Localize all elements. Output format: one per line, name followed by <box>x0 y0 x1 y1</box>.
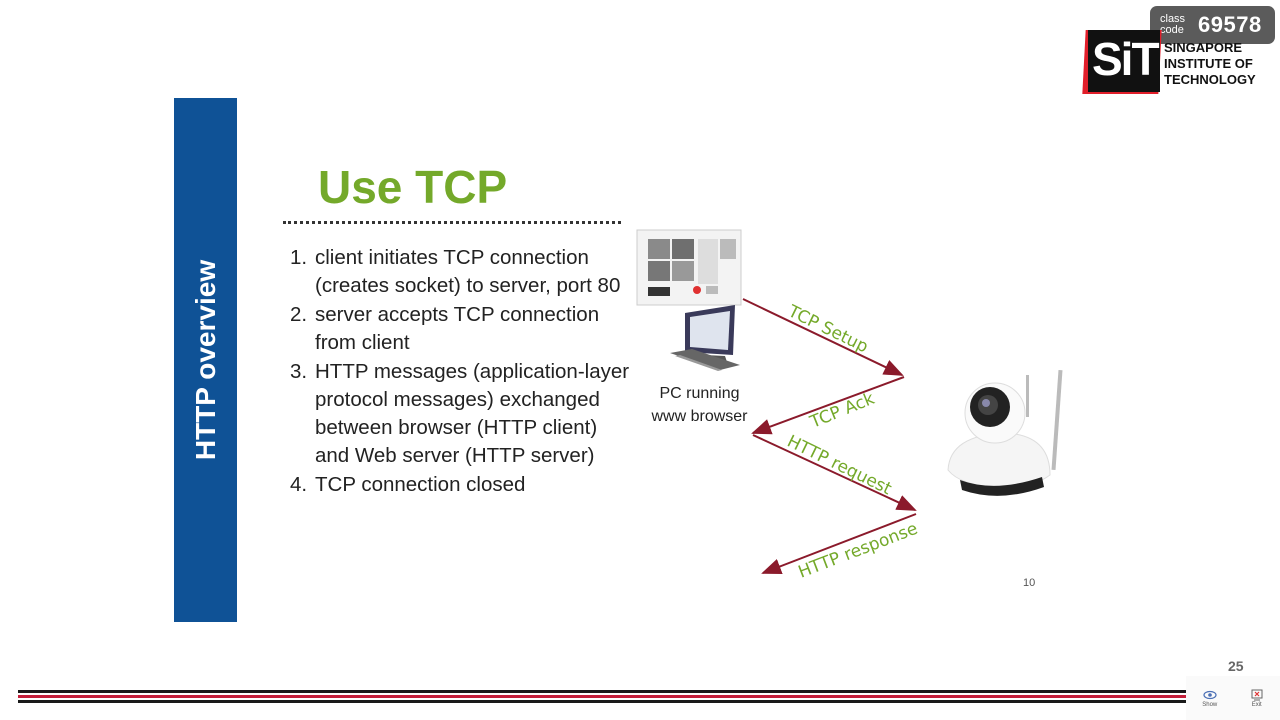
presentation-controls: Show Exit <box>1186 676 1280 720</box>
class-code-value: 69578 <box>1198 12 1262 37</box>
stripe-red <box>18 695 1186 698</box>
arrow-tcp-ack <box>751 376 905 435</box>
section-title: HTTP overview <box>189 259 221 461</box>
section-sidebar: HTTP overview <box>174 98 237 622</box>
exit-icon <box>1251 689 1263 701</box>
class-code-badge: class code 69578 <box>1150 6 1275 44</box>
step-text: server accepts TCP connection from clien… <box>315 303 600 354</box>
stripe-dark <box>18 700 1186 703</box>
step-text: HTTP messages (application-layer protoco… <box>315 360 630 467</box>
label-http-request: HTTP request <box>784 432 895 500</box>
step-number: 2. <box>290 303 308 326</box>
client-label-line2: www browser <box>651 408 748 425</box>
eye-icon <box>1203 690 1217 700</box>
label-tcp-ack: TCP Ack <box>806 389 877 433</box>
ip-camera-icon <box>947 369 1063 496</box>
logo-institution-name: SINGAPORE INSTITUTE OF TECHNOLOGY <box>1164 40 1256 88</box>
sit-logo: SiT SINGAPORE INSTITUTE OF TECHNOLOGY <box>1082 26 1262 98</box>
exit-button[interactable]: Exit <box>1250 688 1264 708</box>
footer-stripes <box>18 690 1186 706</box>
show-button[interactable]: Show <box>1202 688 1217 708</box>
inner-page-number: 10 <box>1023 577 1036 589</box>
client-label-line1: PC running <box>659 385 740 402</box>
list-item: 4. TCP connection closed <box>290 471 630 499</box>
list-item: 2. server accepts TCP connection from cl… <box>290 301 630 357</box>
pc-icon <box>670 305 740 371</box>
browser-screenshot-icon <box>636 229 742 306</box>
logo-line-2: INSTITUTE OF <box>1164 56 1253 71</box>
exit-label: Exit <box>1251 702 1262 708</box>
show-label: Show <box>1202 702 1218 708</box>
step-number: 4. <box>290 473 308 496</box>
list-item: 3. HTTP messages (application-layer prot… <box>290 358 630 470</box>
slide-title: Use TCP <box>318 161 508 213</box>
class-label-line1: class <box>1160 13 1186 25</box>
logo-line-3: TECHNOLOGY <box>1164 72 1256 87</box>
title-divider <box>283 221 621 224</box>
class-label-line2: code <box>1160 24 1184 36</box>
step-number: 1. <box>290 246 308 269</box>
arrow-tcp-setup <box>742 298 904 376</box>
arrow-http-request <box>752 434 917 511</box>
logo-letters: SiT <box>1092 33 1160 85</box>
class-code-label: class code <box>1160 14 1194 36</box>
logo-black-box <box>1088 30 1160 92</box>
label-tcp-setup: TCP Setup <box>784 301 871 357</box>
page-number: 25 <box>1228 658 1244 674</box>
step-text: client initiates TCP connection (creates… <box>315 246 621 297</box>
stripe-dark <box>18 690 1186 693</box>
step-text: TCP connection closed <box>315 473 526 496</box>
step-number: 3. <box>290 360 308 383</box>
steps-list: 1. client initiates TCP connection (crea… <box>290 244 630 500</box>
tcp-http-diagram: TCP Setup TCP Ack HTTP request HTTP resp… <box>636 229 1063 583</box>
list-item: 1. client initiates TCP connection (crea… <box>290 244 630 300</box>
arrow-http-response <box>761 513 917 574</box>
client-label: PC running www browser <box>637 382 762 428</box>
logo-line-1: SINGAPORE <box>1164 40 1243 55</box>
label-http-response: HTTP response <box>796 519 921 583</box>
